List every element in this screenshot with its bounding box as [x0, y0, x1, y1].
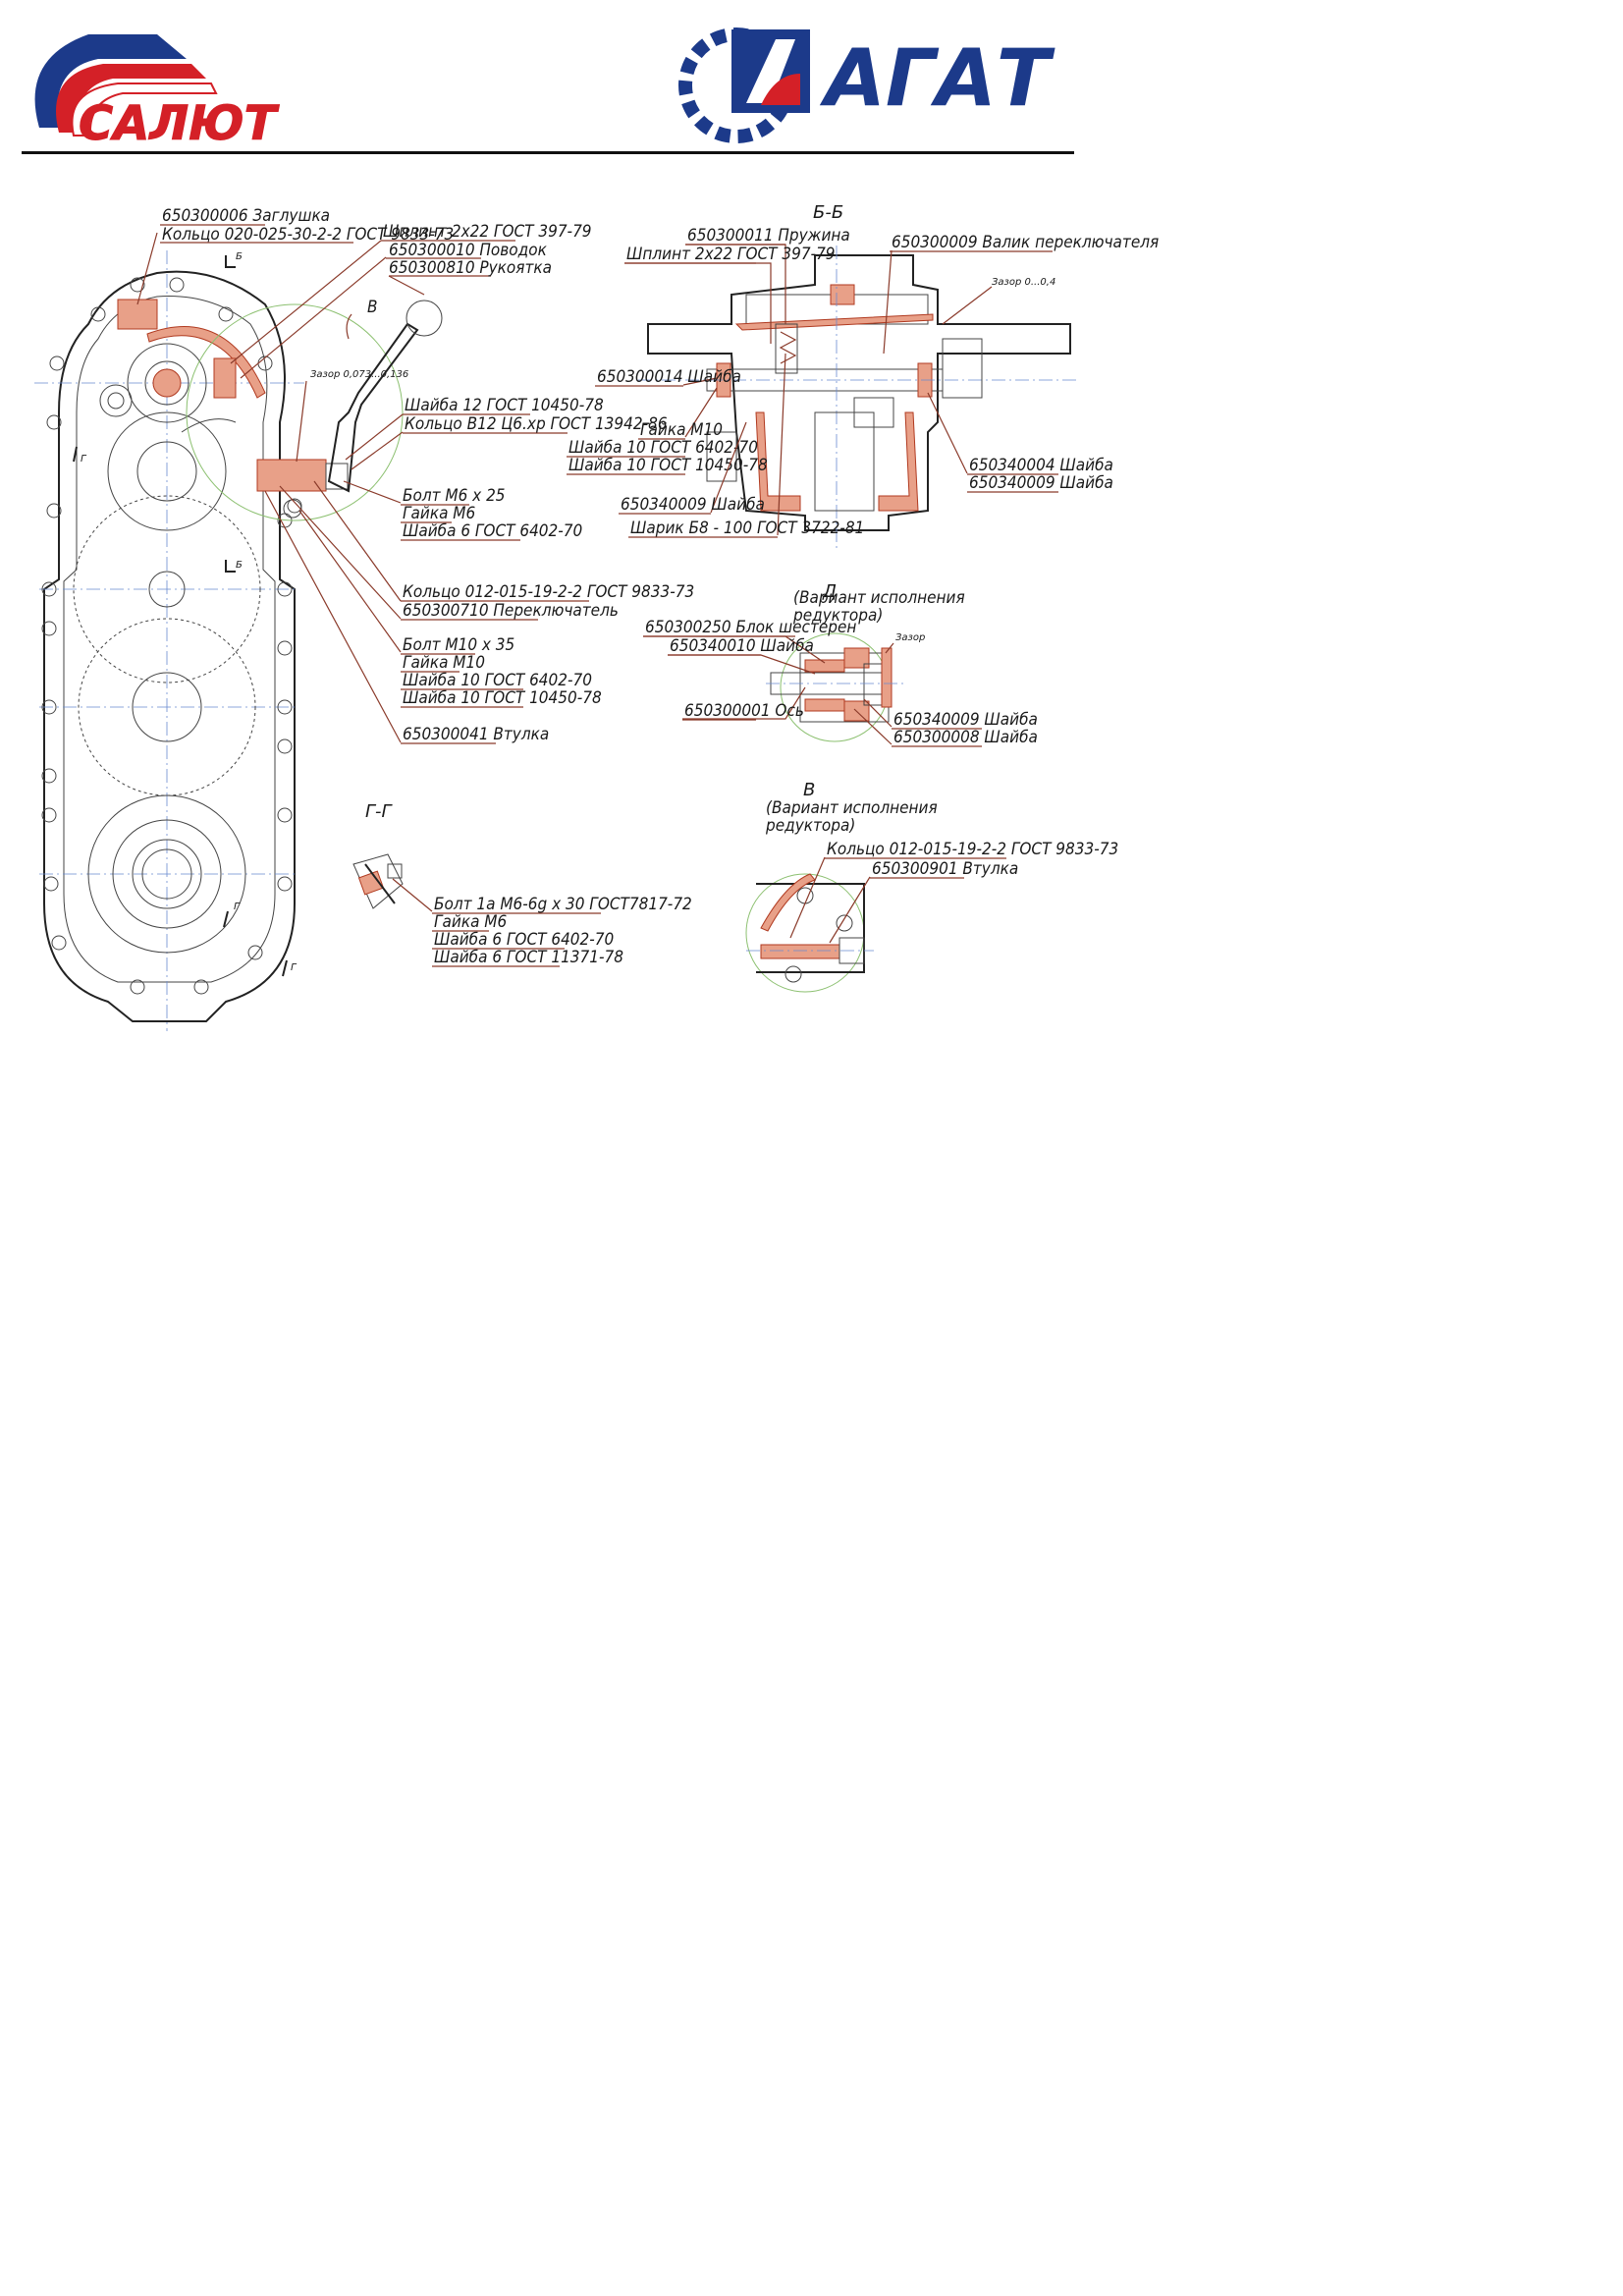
- label-nut-m6-gg: Гайка М6: [434, 912, 507, 932]
- label-washer-6-6402-gg: Шайба 6 ГОСТ 6402-70: [434, 930, 614, 950]
- label-bolt-m6-25: Болт М6 х 25: [403, 486, 506, 506]
- section-g-mark-bottom: Г: [291, 962, 298, 973]
- label-pereklyuchatel: 650300710 Переключатель: [403, 601, 619, 621]
- label-washer-009-bb-right: 650340009 Шайба: [969, 473, 1113, 493]
- agat-logo-text: АГАТ: [819, 32, 1055, 124]
- label-shplint-bb: Шплинт 2х22 ГОСТ 397-79: [626, 245, 836, 264]
- view-d-callouts: 650300250 Блок шестерен 650340010 Шайба …: [643, 618, 1038, 747]
- label-ring-020: Кольцо 020-025-30-2-2 ГОСТ 9833-73: [162, 225, 454, 245]
- section-b-mark-top: Б: [236, 251, 243, 262]
- agat-logo: АГАТ: [678, 27, 1055, 143]
- label-vtulka-041: 650300041 Втулка: [403, 725, 549, 744]
- label-pruzhina: 650300011 Пружина: [687, 226, 850, 246]
- label-washer-10-6402-main: Шайба 10 ГОСТ 6402-70: [403, 671, 592, 690]
- section-gg-title: Г-Г: [365, 801, 394, 822]
- section-bb-callouts: 650300011 Пружина Шплинт 2х22 ГОСТ 397-7…: [567, 226, 1159, 538]
- view-d-title: Д: [822, 581, 837, 602]
- section-bb-drawing: [638, 246, 1080, 550]
- label-os: 650300001 Ось: [684, 701, 804, 721]
- view-v-callouts: Кольцо 012-015-19-2-2 ГОСТ 9833-73 65030…: [789, 840, 1118, 944]
- label-washer-10-6402-bb: Шайба 10 ГОСТ 6402-70: [568, 438, 758, 458]
- label-shplint-main: Шплинт 2х22 ГОСТ 397-79: [383, 222, 592, 242]
- label-povodok: 650300010 Поводок: [389, 241, 548, 260]
- label-zaglushka: 650300006 Заглушка: [162, 206, 330, 226]
- view-d-subtitle-2: редуктора): [792, 606, 883, 626]
- section-gg-drawing: [352, 853, 404, 909]
- label-washer-014: 650300014 Шайба: [597, 367, 741, 387]
- label-washer-6-11371-gg: Шайба 6 ГОСТ 11371-78: [434, 948, 623, 967]
- label-ring-012-main: Кольцо 012-015-19-2-2 ГОСТ 9833-73: [403, 582, 694, 602]
- view-d-drawing: [766, 632, 903, 742]
- label-ring-012-v: Кольцо 012-015-19-2-2 ГОСТ 9833-73: [827, 840, 1118, 859]
- label-ring-b12: Кольцо В12 Ц6.хр ГОСТ 13942-86: [405, 414, 668, 434]
- main-view-callouts: 650300006 Заглушка Кольцо 020-025-30-2-2…: [136, 206, 694, 744]
- label-vtulka-901: 650300901 Втулка: [872, 859, 1018, 879]
- label-washer-10-10450-bb: Шайба 10 ГОСТ 10450-78: [568, 456, 768, 475]
- label-bolt-m10-35: Болт М10 х 35: [403, 635, 514, 655]
- label-nut-m10-main: Гайка М10: [403, 653, 485, 673]
- section-g-mark-left: Г: [81, 454, 87, 465]
- label-nut-m10-bb: Гайка М10: [640, 420, 723, 440]
- label-washer-009-d: 650340009 Шайба: [893, 710, 1038, 730]
- section-gg-callouts: Болт 1а М6-6g х 30 ГОСТ7817-72 Гайка М6 …: [392, 878, 692, 967]
- label-blok-shesteren: 650300250 Блок шестерен: [645, 618, 856, 637]
- view-v-mark: В: [367, 298, 378, 317]
- label-washer-004-bb: 650340004 Шайба: [969, 456, 1113, 475]
- section-g-mark-mid: Г: [234, 902, 241, 912]
- section-b-mark-bottom: Б: [236, 560, 243, 571]
- label-washer-008-d: 650300008 Шайба: [893, 728, 1038, 747]
- salyut-logo-text: САЛЮТ: [79, 96, 280, 147]
- gap-label-bb: Зазор 0...0,4: [992, 277, 1055, 288]
- view-d-subtitle-1: (Вариант исполнения: [793, 588, 965, 608]
- label-washer-10-10450-main: Шайба 10 ГОСТ 10450-78: [403, 688, 602, 708]
- section-bb-title: Б-Б: [813, 202, 843, 223]
- gearbox-housing: [34, 250, 443, 1031]
- view-v-title: В: [803, 780, 815, 800]
- gap-label-main: Зазор 0,073...0,136: [310, 369, 408, 380]
- label-washer-6-main: Шайба 6 ГОСТ 6402-70: [403, 521, 582, 541]
- view-v-subtitle-2: редуктора): [765, 816, 855, 836]
- label-rukoyatka: 650300810 Рукоятка: [389, 258, 552, 278]
- label-bolt-1a-m6: Болт 1а М6-6g х 30 ГОСТ7817-72: [434, 895, 692, 914]
- view-v-subtitle-1: (Вариант исполнения: [766, 798, 938, 818]
- label-washer-12: Шайба 12 ГОСТ 10450-78: [405, 396, 604, 415]
- salyut-logo: САЛЮТ: [34, 34, 280, 147]
- gap-label-d: Зазор: [895, 632, 925, 643]
- label-valik: 650300009 Валик переключателя: [892, 233, 1159, 252]
- view-v-drawing: [745, 873, 874, 993]
- label-nut-m6-main: Гайка М6: [403, 504, 475, 523]
- label-washer-010-d: 650340010 Шайба: [670, 636, 814, 656]
- label-sharik: Шарик Б8 - 100 ГОСТ 3722-81: [630, 519, 864, 538]
- header-rule: [22, 151, 1074, 154]
- label-washer-009-bb: 650340009 Шайба: [621, 495, 765, 515]
